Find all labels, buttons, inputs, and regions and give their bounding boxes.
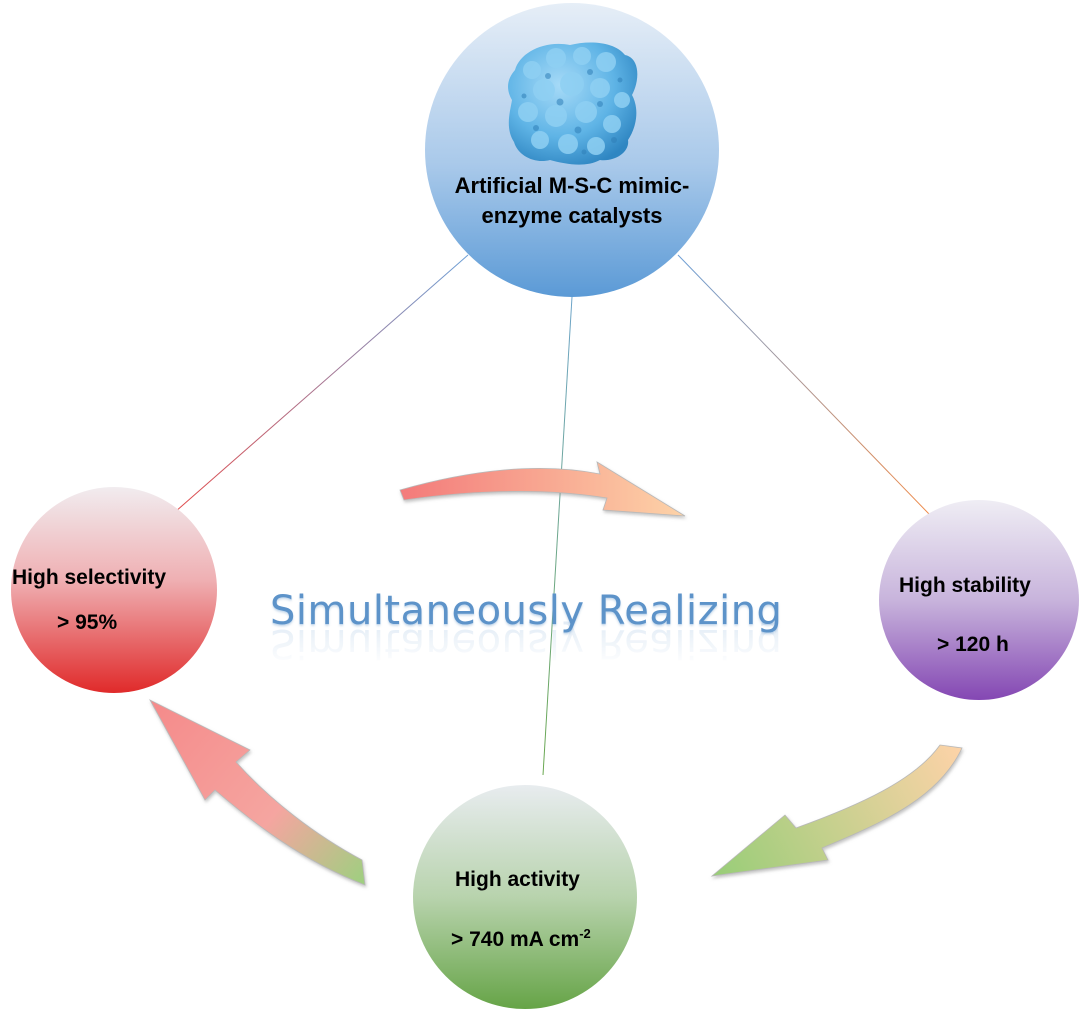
bottom-node-title: High activity [455, 868, 580, 891]
node-circle-right [879, 500, 1079, 700]
arrow-top [399, 461, 686, 517]
node-circle-left [11, 487, 217, 693]
bottom-node-value-text: > 740 mA cm [451, 928, 580, 951]
top-node-label: Artificial M-S-C mimic- enzyme catalysts [437, 171, 707, 231]
bottom-node-value-superscript: -2 [579, 926, 591, 941]
left-node-title: High selectivity [12, 566, 167, 589]
bottom-node-value: > 740 mA cm-2 [451, 926, 601, 952]
right-node-value: > 120 h [937, 633, 1009, 656]
connector-top-left [174, 254, 469, 513]
node-circle-bottom [413, 785, 637, 1009]
arrow-left [149, 699, 366, 886]
left-node-value: > 95% [57, 611, 118, 634]
enzyme-structure-image [508, 42, 638, 165]
arrow-right [710, 744, 963, 877]
connector-top-bottom [542, 296, 573, 776]
center-label-text: Simultaneously Realizing [270, 588, 783, 634]
connector-top-right [677, 254, 931, 516]
top-node-title-line1: Artificial M-S-C mimic- [454, 173, 690, 198]
center-label: Simultaneously Realizing Simultaneously … [270, 588, 782, 666]
top-node-title-line2: enzyme catalysts [481, 203, 663, 228]
right-node-title: High stability [899, 574, 1031, 597]
center-label-reflection: Simultaneously Realizing [270, 620, 783, 666]
